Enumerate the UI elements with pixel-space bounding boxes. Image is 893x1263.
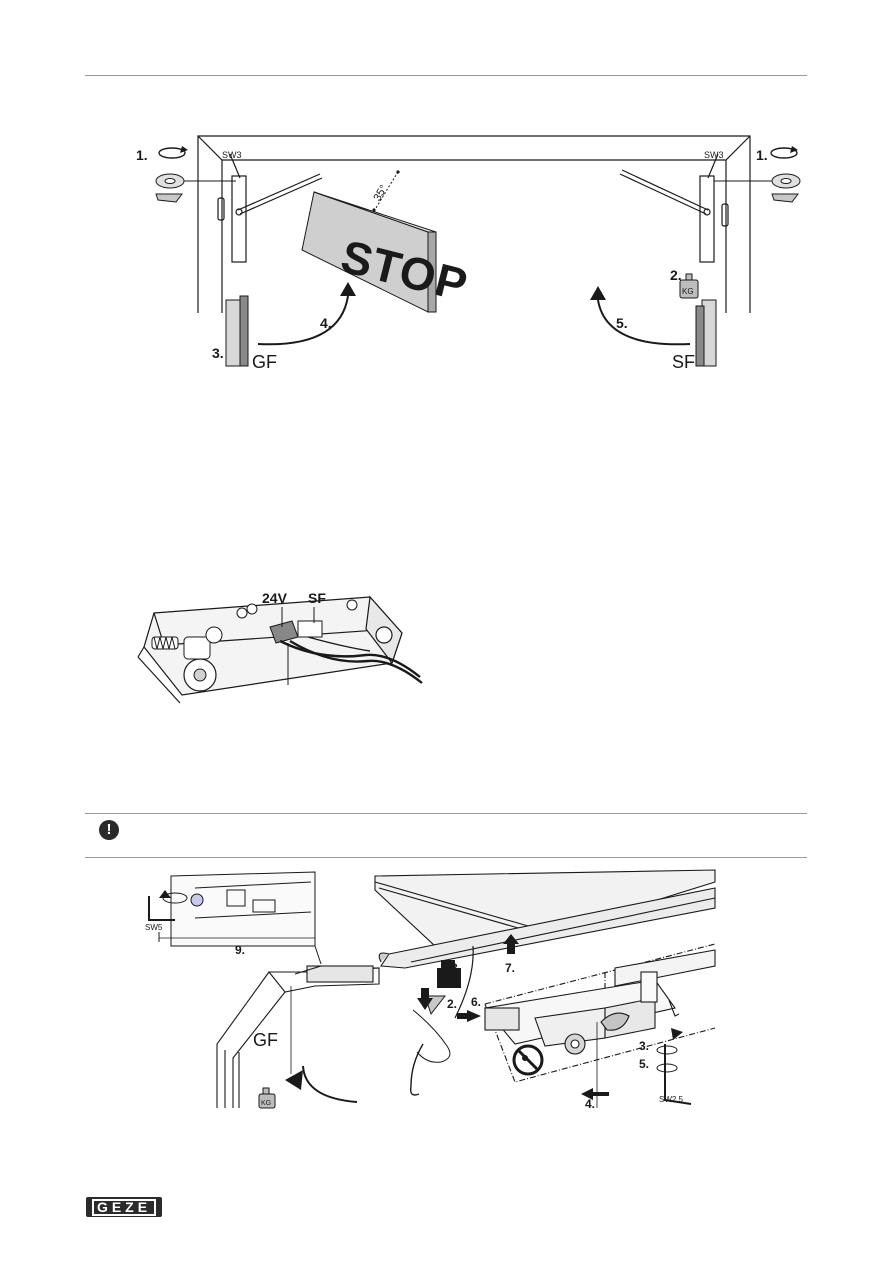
weight-icon: KG (258, 1087, 276, 1109)
step-2: 2. (447, 997, 457, 1011)
header-rule (85, 75, 807, 76)
logo-text: GEZE (91, 1198, 157, 1216)
step-8: 8. (451, 961, 461, 975)
gf-label: GF (253, 1030, 278, 1050)
sf-label: SF (672, 352, 695, 372)
weight-icon: KG (679, 273, 699, 299)
step-6: 6. (471, 995, 481, 1009)
geze-logo: GEZE (86, 1197, 162, 1217)
rotate-icon-left (155, 146, 236, 203)
step-5: 5. (616, 315, 628, 331)
gf-label: GF (252, 352, 277, 372)
step-5: 5. (639, 1057, 649, 1071)
note-bottom-rule (85, 857, 807, 858)
arrow-up-icon (503, 934, 519, 954)
figure-door-stop: STOP 35° KG (130, 128, 801, 378)
stop-sign: STOP (301, 191, 473, 313)
step-7: 7. (505, 961, 515, 975)
angle-label: 35° (371, 183, 390, 203)
arrow-up-icon (340, 282, 356, 296)
no-grease-icon (512, 1044, 544, 1076)
figure-assembly: SW5 9. GF KG (135, 868, 725, 1113)
step-3: 3. (639, 1039, 649, 1053)
arrow-left-icon (285, 1070, 303, 1090)
step-4: 4. (320, 315, 332, 331)
arrow-left-icon (581, 1088, 609, 1100)
label-sf: SF (308, 590, 326, 606)
arrow-down-icon (417, 988, 433, 1010)
arrow-up-icon (590, 286, 606, 300)
step-1-right: 1. (756, 147, 768, 163)
note-top-rule (85, 813, 807, 814)
warning-icon: ! (99, 820, 119, 840)
arrow-up-icon (159, 890, 171, 898)
weight-kg-label: KG (261, 1100, 271, 1107)
sw3-left: SW3 (222, 150, 242, 160)
figure-connector: 24V SF (130, 585, 430, 710)
sw25-label: SW2,5 (659, 1095, 684, 1104)
rotate-icon-right (714, 146, 801, 203)
arrow-right-icon (457, 1010, 481, 1022)
step-4: 4. (585, 1097, 595, 1111)
step-2: 2. (670, 267, 682, 283)
step-9: 9. (235, 943, 245, 957)
sw5-label: SW5 (145, 923, 163, 932)
step-1-left: 1. (136, 147, 148, 163)
sw3-right: SW3 (704, 150, 724, 160)
step-3: 3. (212, 345, 224, 361)
weight-kg-label: KG (682, 287, 694, 296)
label-24v: 24V (262, 590, 288, 606)
